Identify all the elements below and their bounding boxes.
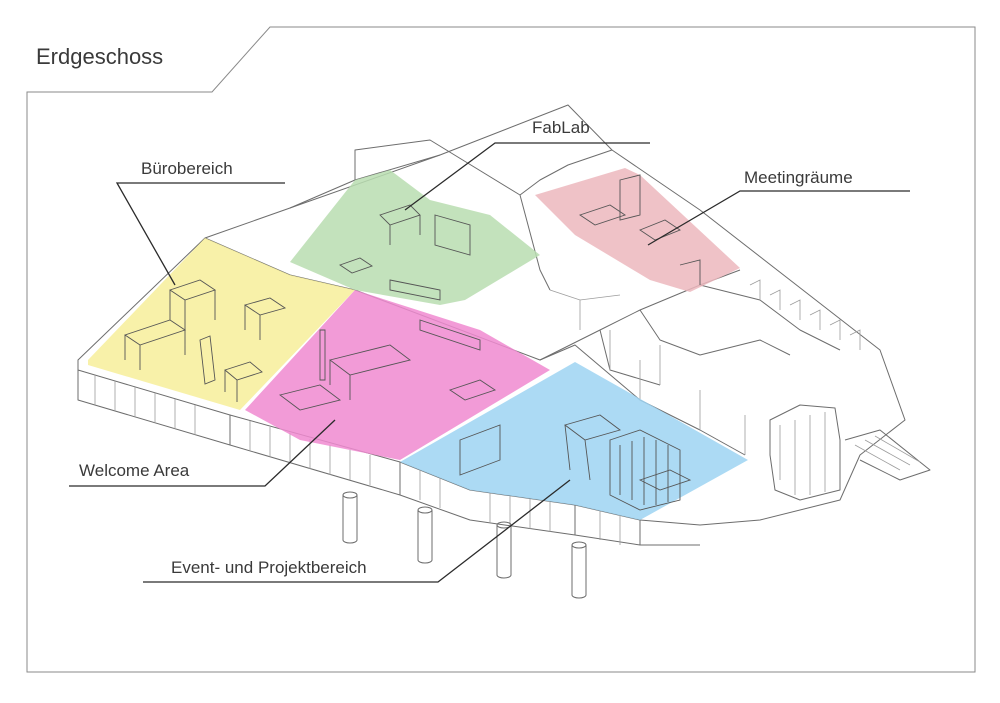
furniture-details xyxy=(123,174,701,511)
zone-event-projektbereich xyxy=(400,362,748,520)
leader-line-meetingraeume xyxy=(647,190,910,246)
building-axonometric xyxy=(77,104,931,546)
leader-line-event-projektbereich xyxy=(143,479,571,583)
label-welcome-area-text: Welcome Area xyxy=(79,461,190,480)
label-event-projektbereich-text: Event- und Projektbereich xyxy=(171,558,367,577)
leader-line-fablab xyxy=(404,142,650,211)
label-buerobereich: Bürobereich xyxy=(115,159,285,286)
page-title: Erdgeschoss xyxy=(36,44,163,69)
leader-line-buerobereich xyxy=(115,182,285,286)
label-event-projektbereich: Event- und Projektbereich xyxy=(143,479,571,583)
label-buerobereich-text: Bürobereich xyxy=(141,159,233,178)
figure-frame xyxy=(26,26,976,673)
label-meetingraeume: Meetingräume xyxy=(647,168,910,246)
pillars xyxy=(342,491,587,599)
zone-meetingraeume xyxy=(535,168,740,292)
label-meetingraeume-text: Meetingräume xyxy=(744,168,853,187)
zone-welcome-area xyxy=(245,290,550,460)
label-fablab-text: FabLab xyxy=(532,118,590,137)
zone-buerobereich xyxy=(88,238,355,410)
label-fablab: FabLab xyxy=(404,118,650,211)
zone-fablab xyxy=(290,170,540,305)
label-welcome-area: Welcome Area xyxy=(69,419,336,487)
leader-line-welcome-area xyxy=(69,419,336,487)
